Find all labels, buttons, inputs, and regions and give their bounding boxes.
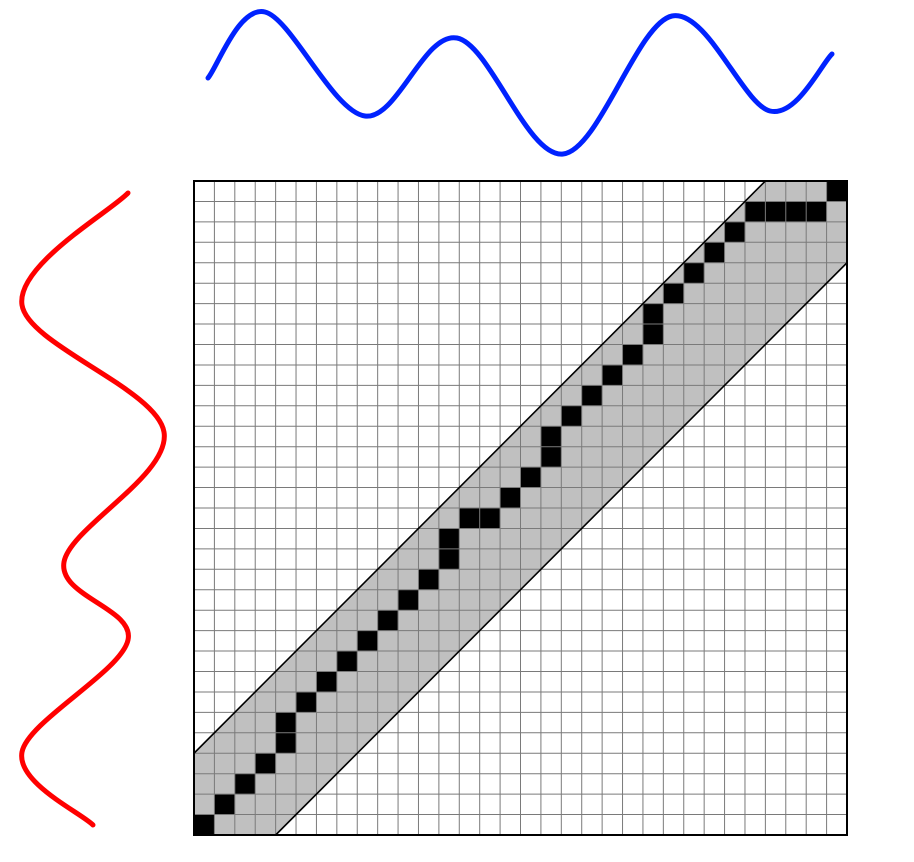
- warping-path-cell: [581, 385, 603, 406]
- band-lower-edge: [275, 262, 848, 836]
- warping-path-cell: [704, 242, 725, 263]
- warping-path-cell: [479, 508, 501, 529]
- warping-path-cell: [438, 548, 460, 570]
- warping-path-cell: [275, 732, 297, 754]
- warping-path-cell: [255, 753, 276, 774]
- warping-path-cell: [540, 446, 562, 468]
- warping-path-cell: [214, 794, 235, 815]
- warping-path-cell: [663, 283, 684, 304]
- warping-path-cell: [275, 712, 297, 733]
- warping-path-cell: [398, 589, 419, 611]
- warping-path-cell: [806, 201, 827, 222]
- warping-path-cell: [602, 364, 623, 386]
- warping-path-cell: [234, 773, 256, 795]
- warping-band-edges: [193, 180, 848, 836]
- warping-path-cell: [296, 691, 317, 713]
- warping-path-cell: [785, 201, 807, 222]
- warping-path-cell: [316, 671, 337, 692]
- vertical-time-series-curve: [19, 190, 167, 828]
- warping-path-cell: [418, 569, 439, 590]
- horizontal-time-series-curve: [205, 9, 835, 157]
- warping-path-cell: [357, 630, 378, 652]
- matrix-frame: [193, 180, 848, 836]
- warping-path-layer: [194, 181, 847, 835]
- warping-path-cell: [194, 814, 215, 835]
- warping-path-cell: [765, 201, 786, 222]
- warping-path-cell: [561, 405, 582, 427]
- band-upper-edge: [193, 180, 766, 754]
- warping-path-cell: [520, 467, 541, 488]
- warping-path-cell: [336, 651, 358, 672]
- warping-path-cell: [540, 426, 562, 447]
- warping-path-cell: [500, 487, 521, 508]
- warping-path-cell: [744, 201, 766, 222]
- warping-path-cell: [642, 303, 664, 325]
- cost-matrix-grid: [194, 181, 847, 835]
- warping-path-cell: [683, 262, 705, 284]
- warping-path-cell: [826, 181, 847, 202]
- warping-path-cell: [459, 508, 480, 529]
- warping-path-cell: [622, 344, 643, 365]
- warping-path-cell: [642, 324, 664, 345]
- warping-path-cell: [724, 221, 745, 243]
- warping-path-cell: [438, 528, 460, 549]
- warping-path-cell: [377, 610, 399, 631]
